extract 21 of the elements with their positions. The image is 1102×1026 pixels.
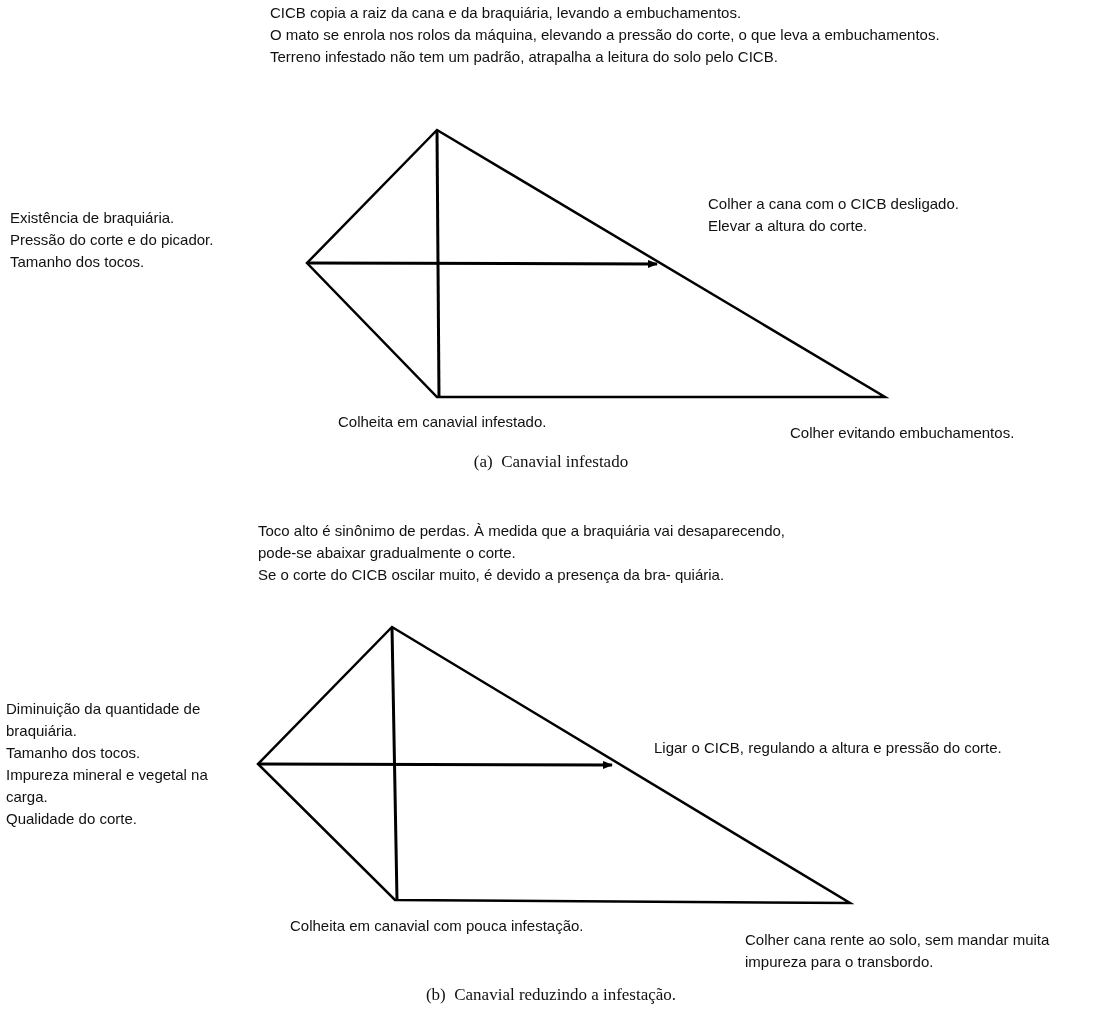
note-text: O mato se enrola nos rolos da máquina, elevando a pressão do corte, o que leva a embuchamentos. — [270, 25, 941, 45]
note-text: Tamanho dos tocos. — [10, 252, 146, 272]
note-text: Colher evitando embuchamentos. — [790, 423, 1016, 443]
figure-caption: (a) Canavial infestado — [472, 452, 630, 472]
note-text: Ligar o CICB, regulando a altura e pressão do corte. — [654, 738, 1003, 758]
note-text: Colher a cana com o CICB desligado. — [708, 194, 960, 214]
note-text: Impureza mineral e vegetal na carga. — [6, 765, 209, 807]
note-text: Terreno infestado não tem um padrão, atrapalha a leitura do solo pelo CICB. — [270, 47, 779, 67]
note-text: Pressão do corte e do picador. — [10, 230, 215, 250]
note-text: Colheita em canavial com pouca infestação. — [290, 916, 585, 936]
note-text: CICB copia a raiz da cana e da braquiária, levando a embuchamentos. — [270, 3, 743, 23]
note-text: Colher cana rente ao solo, sem mandar muita impureza para o transbordo. — [745, 930, 1051, 972]
note-text: Qualidade do corte. — [6, 809, 138, 829]
note-text: Colheita em canavial infestado. — [338, 412, 548, 432]
note-text: Diminuição da quantidade de braquiária. — [6, 699, 202, 741]
figure-caption: (b) Canavial reduzindo a infestação. — [424, 985, 678, 1005]
note-text: Existência de braquiária. — [10, 208, 176, 228]
note-text: Tamanho dos tocos. — [6, 743, 142, 763]
note-text: Se o corte do CICB oscilar muito, é devido a presença da bra- quiária. — [258, 565, 726, 585]
note-text: Toco alto é sinônimo de perdas. À medida que a braquiária vai desaparecendo, pode-se abaixar gradualmente o corte. — [258, 521, 786, 563]
note-text: Elevar a altura do corte. — [708, 216, 869, 236]
